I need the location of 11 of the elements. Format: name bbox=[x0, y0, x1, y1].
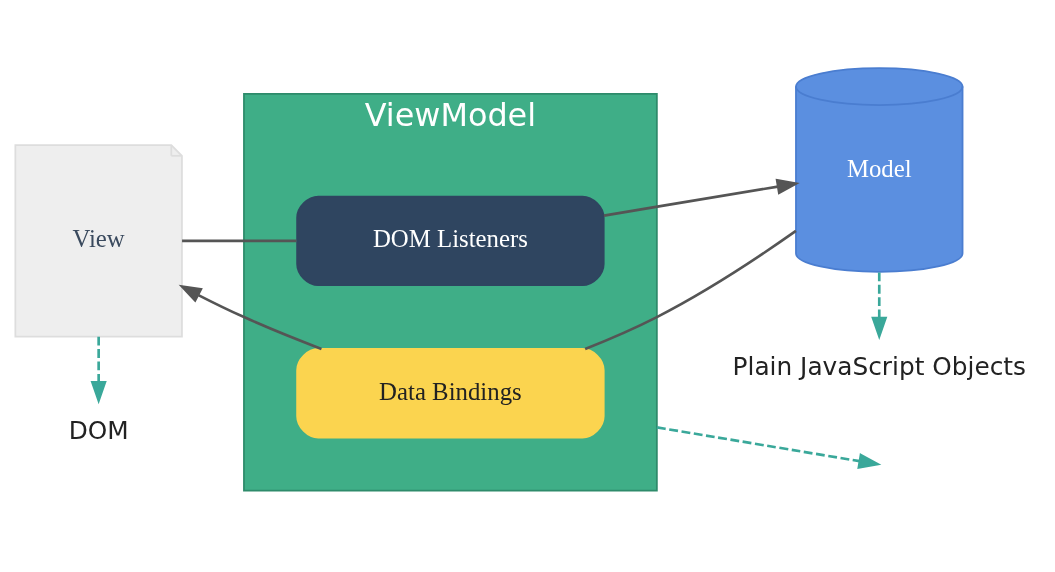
arrow bbox=[178, 284, 322, 350]
arrow bbox=[603, 178, 800, 217]
node-box: DOM Listeners bbox=[296, 195, 605, 286]
node-text: DOM bbox=[68, 415, 129, 445]
connector bbox=[584, 229, 797, 350]
arrow bbox=[656, 425, 882, 469]
node-text: Plain JavaScript Objects bbox=[732, 351, 1026, 381]
node-box: Data Bindings bbox=[296, 347, 605, 438]
arrow bbox=[90, 336, 107, 404]
connector bbox=[182, 239, 297, 242]
arrow bbox=[871, 271, 888, 340]
